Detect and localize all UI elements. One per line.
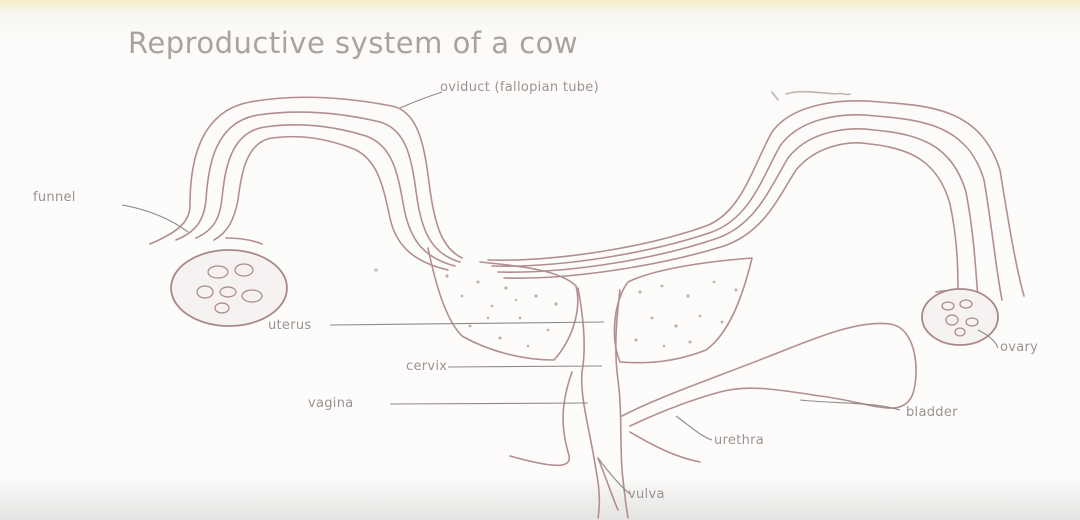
label-vulva: vulva: [628, 487, 665, 502]
right-oviduct: [488, 101, 1024, 300]
scan-smudges: [374, 92, 850, 272]
right-uterine-horn: [614, 258, 752, 363]
label-uterus: uterus: [268, 318, 312, 333]
vulva-leader: [598, 458, 630, 494]
left-oviduct: [150, 97, 462, 270]
label-ovary: ovary: [1000, 340, 1038, 355]
label-oviduct: oviduct (fallopian tube): [440, 80, 599, 95]
vagina-leader: [390, 403, 588, 404]
label-bladder: bladder: [906, 405, 958, 420]
oviduct-leader: [400, 92, 442, 108]
label-funnel: funnel: [33, 190, 76, 205]
label-cervix: cervix: [406, 359, 447, 374]
left-ovary: [171, 250, 287, 326]
bladder-outline: [622, 323, 916, 462]
cervix-leader: [448, 366, 602, 367]
label-urethra: urethra: [714, 433, 764, 448]
right-ovary: [922, 289, 998, 345]
uterus-leader: [330, 322, 604, 325]
label-vagina: vagina: [308, 396, 354, 411]
urethra-leader: [676, 416, 712, 440]
